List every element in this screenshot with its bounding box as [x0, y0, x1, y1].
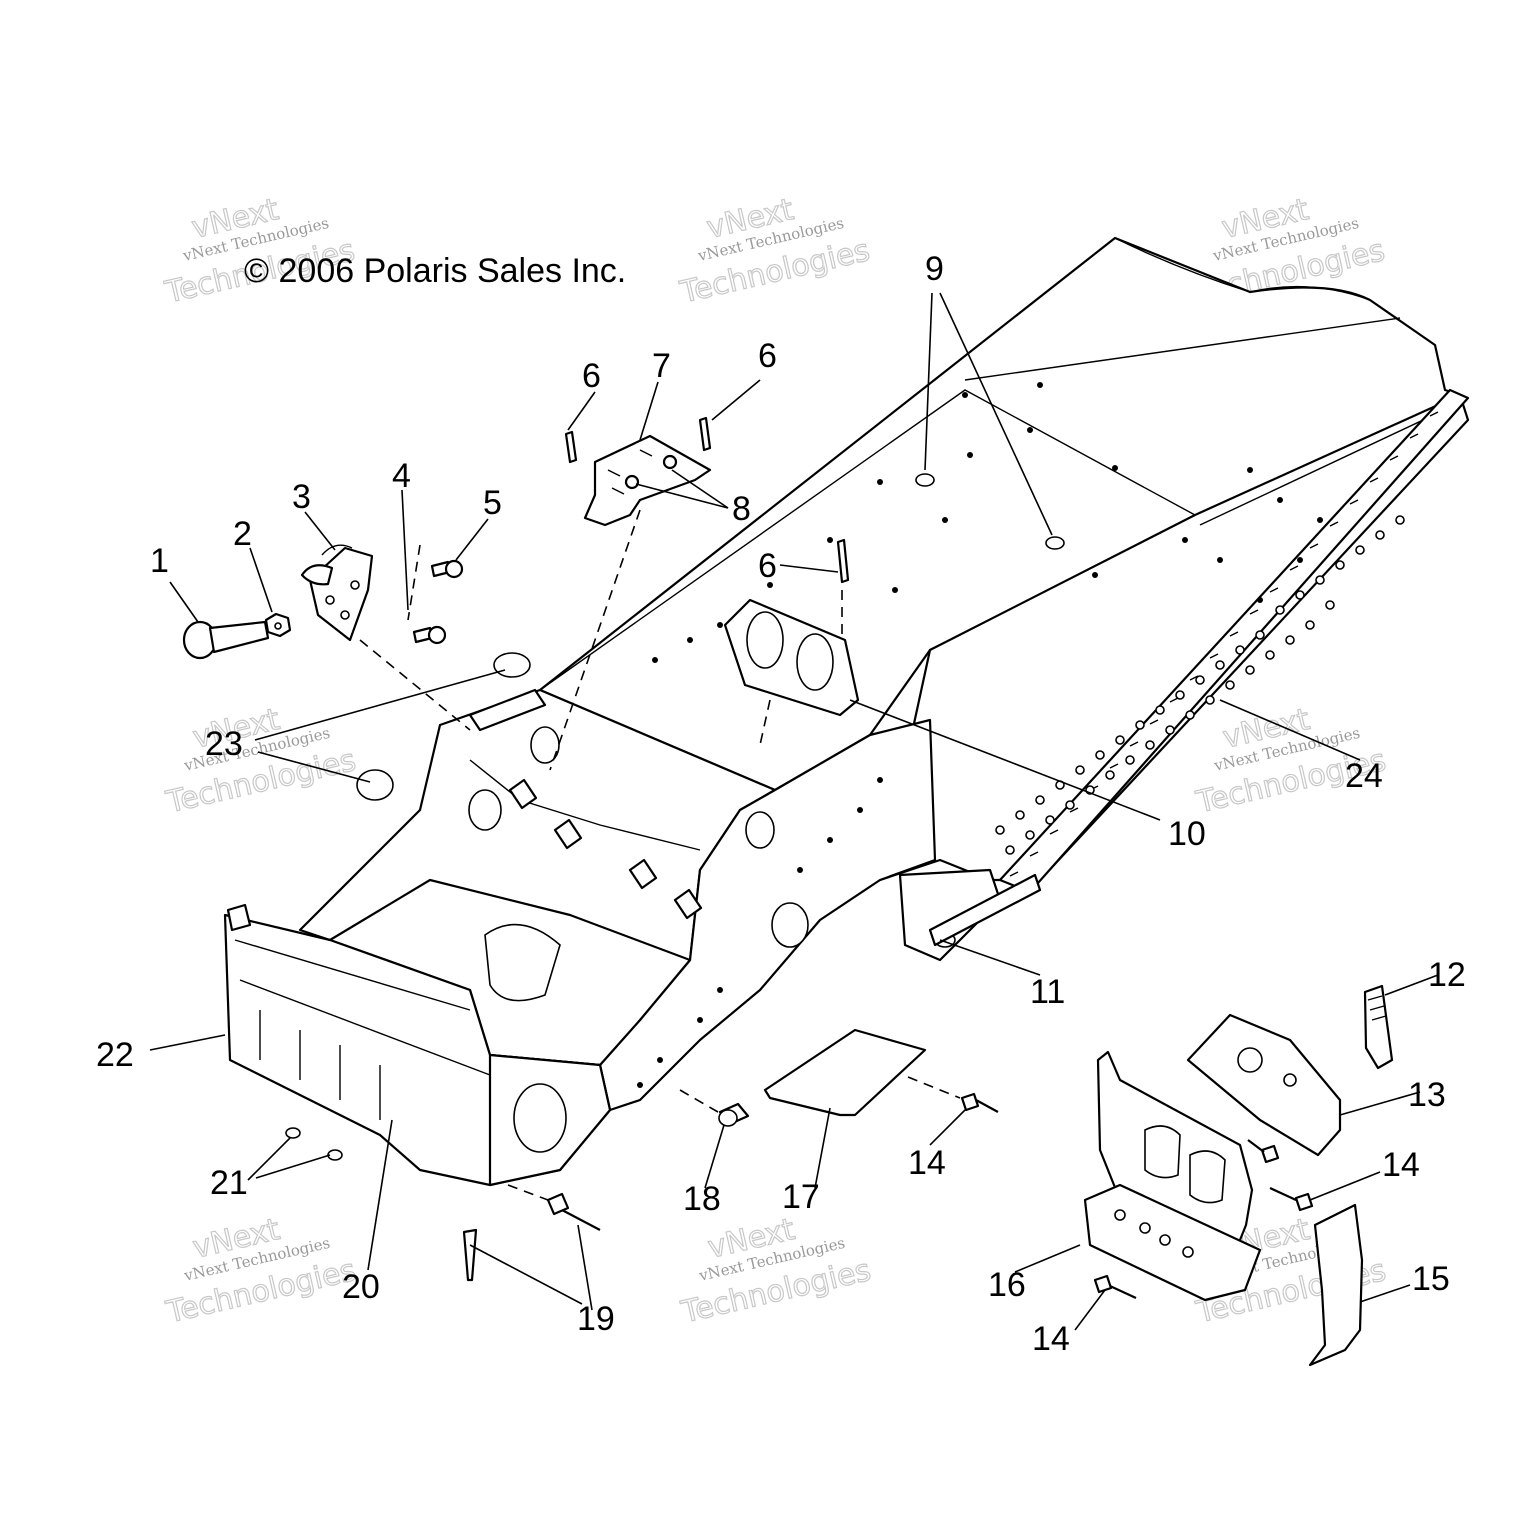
callout-17: 17	[782, 1178, 820, 1216]
part-14-bolt	[1247, 1139, 1280, 1164]
running-board-edge	[1199, 404, 1456, 526]
callout-12: 12	[1428, 956, 1466, 994]
callout-23: 23	[205, 725, 243, 763]
callout-22: 22	[96, 1036, 134, 1074]
part-9-plug	[1045, 536, 1065, 550]
callout-15: 15	[1412, 1260, 1450, 1298]
part-6-rivet	[698, 416, 712, 452]
callout-4: 4	[392, 457, 411, 495]
cavity-oval-opening	[484, 923, 561, 1002]
bulkhead-opening	[530, 726, 560, 764]
tunnel-rear-edge	[1114, 237, 1446, 391]
rear-mount-bracket	[898, 868, 1002, 962]
callout-14: 14	[908, 1144, 946, 1182]
callout-2: 2	[233, 515, 252, 553]
part-16-exhaust-assembly	[1083, 1050, 1262, 1302]
bulkhead-cross-bar	[469, 759, 701, 851]
callout-13: 13	[1408, 1076, 1446, 1114]
callout-5: 5	[483, 484, 502, 522]
watermark: vNext vNext Technologies Technologies	[161, 191, 359, 311]
part-2-nut	[264, 612, 292, 638]
callout-14: 14	[1382, 1146, 1420, 1184]
callout-6: 6	[758, 337, 777, 375]
tunnel-ridge-2	[964, 317, 1401, 381]
watermark: vNext vNext Technologies Technologies	[1192, 701, 1390, 821]
part-4-screw	[412, 625, 447, 645]
part-15-bracket	[1308, 1203, 1364, 1367]
callout-8: 8	[732, 490, 751, 528]
callout-labels: 1 2 3 4 5 6 7 6 8 9 6 10 11 12 13 14 14 …	[96, 250, 1466, 1358]
part-23-cap	[493, 652, 531, 678]
part-21-plug	[285, 1127, 301, 1139]
watermark: vNext vNext Technologies Technologies	[676, 191, 874, 311]
part-6-rivet	[836, 538, 850, 584]
callout-24: 24	[1345, 757, 1383, 795]
tunnel-ridge	[539, 389, 1196, 691]
part-9-plug	[915, 473, 935, 487]
dashed-guides	[359, 509, 961, 1201]
callout-20: 20	[342, 1268, 380, 1306]
part-1-bolt	[182, 620, 270, 660]
frame-tube	[468, 688, 547, 732]
callout-7: 7	[652, 347, 671, 385]
callout-10: 10	[1168, 815, 1206, 853]
part-7-bracket	[583, 434, 712, 527]
part-12-clip	[1363, 984, 1394, 1070]
part-3-bracket	[300, 544, 374, 642]
copyright-text: © 2006 Polaris Sales Inc.	[244, 252, 626, 290]
bulkhead-opening	[468, 789, 502, 831]
callout-11: 11	[1030, 973, 1065, 1011]
callout-9: 9	[925, 250, 944, 288]
callout-1: 1	[150, 542, 169, 580]
part-17-plate	[763, 1028, 927, 1117]
part-14-bolt	[960, 1092, 999, 1113]
callout-14: 14	[1032, 1320, 1070, 1358]
callout-6: 6	[582, 357, 601, 395]
part-14-bolt	[1269, 1187, 1314, 1212]
callout-21: 21	[210, 1164, 248, 1202]
running-board-vents	[995, 515, 1405, 855]
part-21-plug	[327, 1149, 343, 1161]
callout-18: 18	[683, 1180, 721, 1218]
part-18-plug	[718, 1102, 750, 1127]
watermark: vNext vNext Technologies Technologies	[162, 701, 360, 821]
bulkhead-opening	[771, 902, 809, 948]
watermark: vNext vNext Technologies Technologies	[162, 1211, 360, 1331]
part-10-mount-plate	[723, 598, 860, 717]
deck-holes	[637, 382, 1323, 1088]
bumper-ribs	[234, 939, 491, 1120]
bulkhead-grommets	[508, 778, 703, 920]
part-5-screw	[430, 559, 464, 579]
part-19-pin	[462, 1228, 478, 1282]
callout-19: 19	[577, 1300, 615, 1338]
part-23-cap	[356, 769, 394, 801]
front-plate-opening	[513, 1083, 567, 1153]
callout-16: 16	[988, 1266, 1026, 1304]
part-11-shaft	[928, 873, 1042, 947]
part-19-bolt	[546, 1192, 601, 1231]
bulkhead-opening	[745, 811, 775, 849]
callout-6: 6	[758, 547, 777, 585]
frame-tab	[226, 903, 252, 932]
callout-3: 3	[292, 478, 311, 516]
leader-lines	[149, 292, 1439, 1331]
part-6-rivet	[564, 430, 578, 464]
part-14-bolt	[1093, 1274, 1137, 1299]
